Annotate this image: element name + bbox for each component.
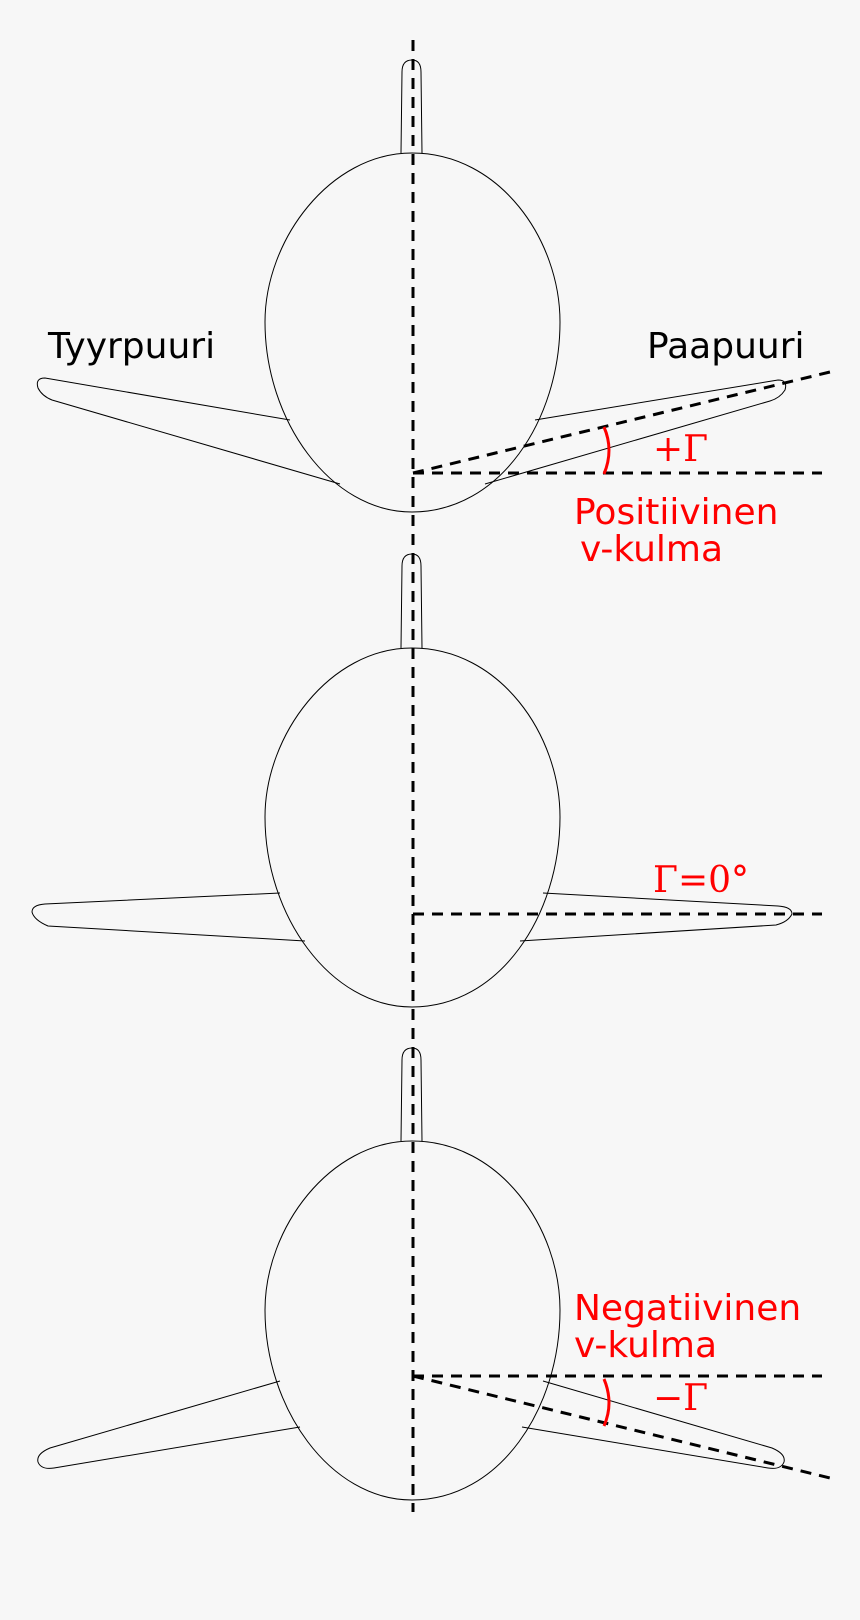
panel-positive bbox=[36, 59, 831, 513]
panel-zero bbox=[31, 553, 822, 1008]
right-wing bbox=[521, 1380, 785, 1469]
angle-arc bbox=[602, 426, 611, 475]
wing-angle-line bbox=[412, 1374, 831, 1480]
positive-angle-label: +Γ bbox=[653, 429, 708, 470]
negative-caption-line1: Negatiivinen bbox=[574, 1288, 801, 1329]
right-wing bbox=[519, 892, 793, 942]
positive-caption-line1: Positiivinen bbox=[574, 492, 778, 533]
negative-caption-line2: v-kulma bbox=[574, 1325, 717, 1366]
left-wing bbox=[37, 1380, 301, 1469]
right-wing bbox=[484, 379, 787, 485]
left-wing bbox=[36, 377, 341, 485]
angle-arc bbox=[602, 1378, 611, 1427]
starboard-label: Tyyrpuuri bbox=[47, 326, 215, 367]
fuselage bbox=[264, 152, 561, 513]
wing-angle-line bbox=[412, 370, 831, 475]
fuselage bbox=[264, 1140, 561, 1501]
left-wing bbox=[31, 892, 306, 942]
zero-angle-label: Γ=0° bbox=[653, 860, 749, 901]
port-label: Paapuuri bbox=[647, 326, 805, 367]
fuselage bbox=[264, 647, 561, 1008]
positive-caption-line2: v-kulma bbox=[580, 529, 723, 570]
negative-angle-label: −Γ bbox=[653, 1378, 708, 1419]
panel-negative bbox=[37, 1047, 831, 1501]
